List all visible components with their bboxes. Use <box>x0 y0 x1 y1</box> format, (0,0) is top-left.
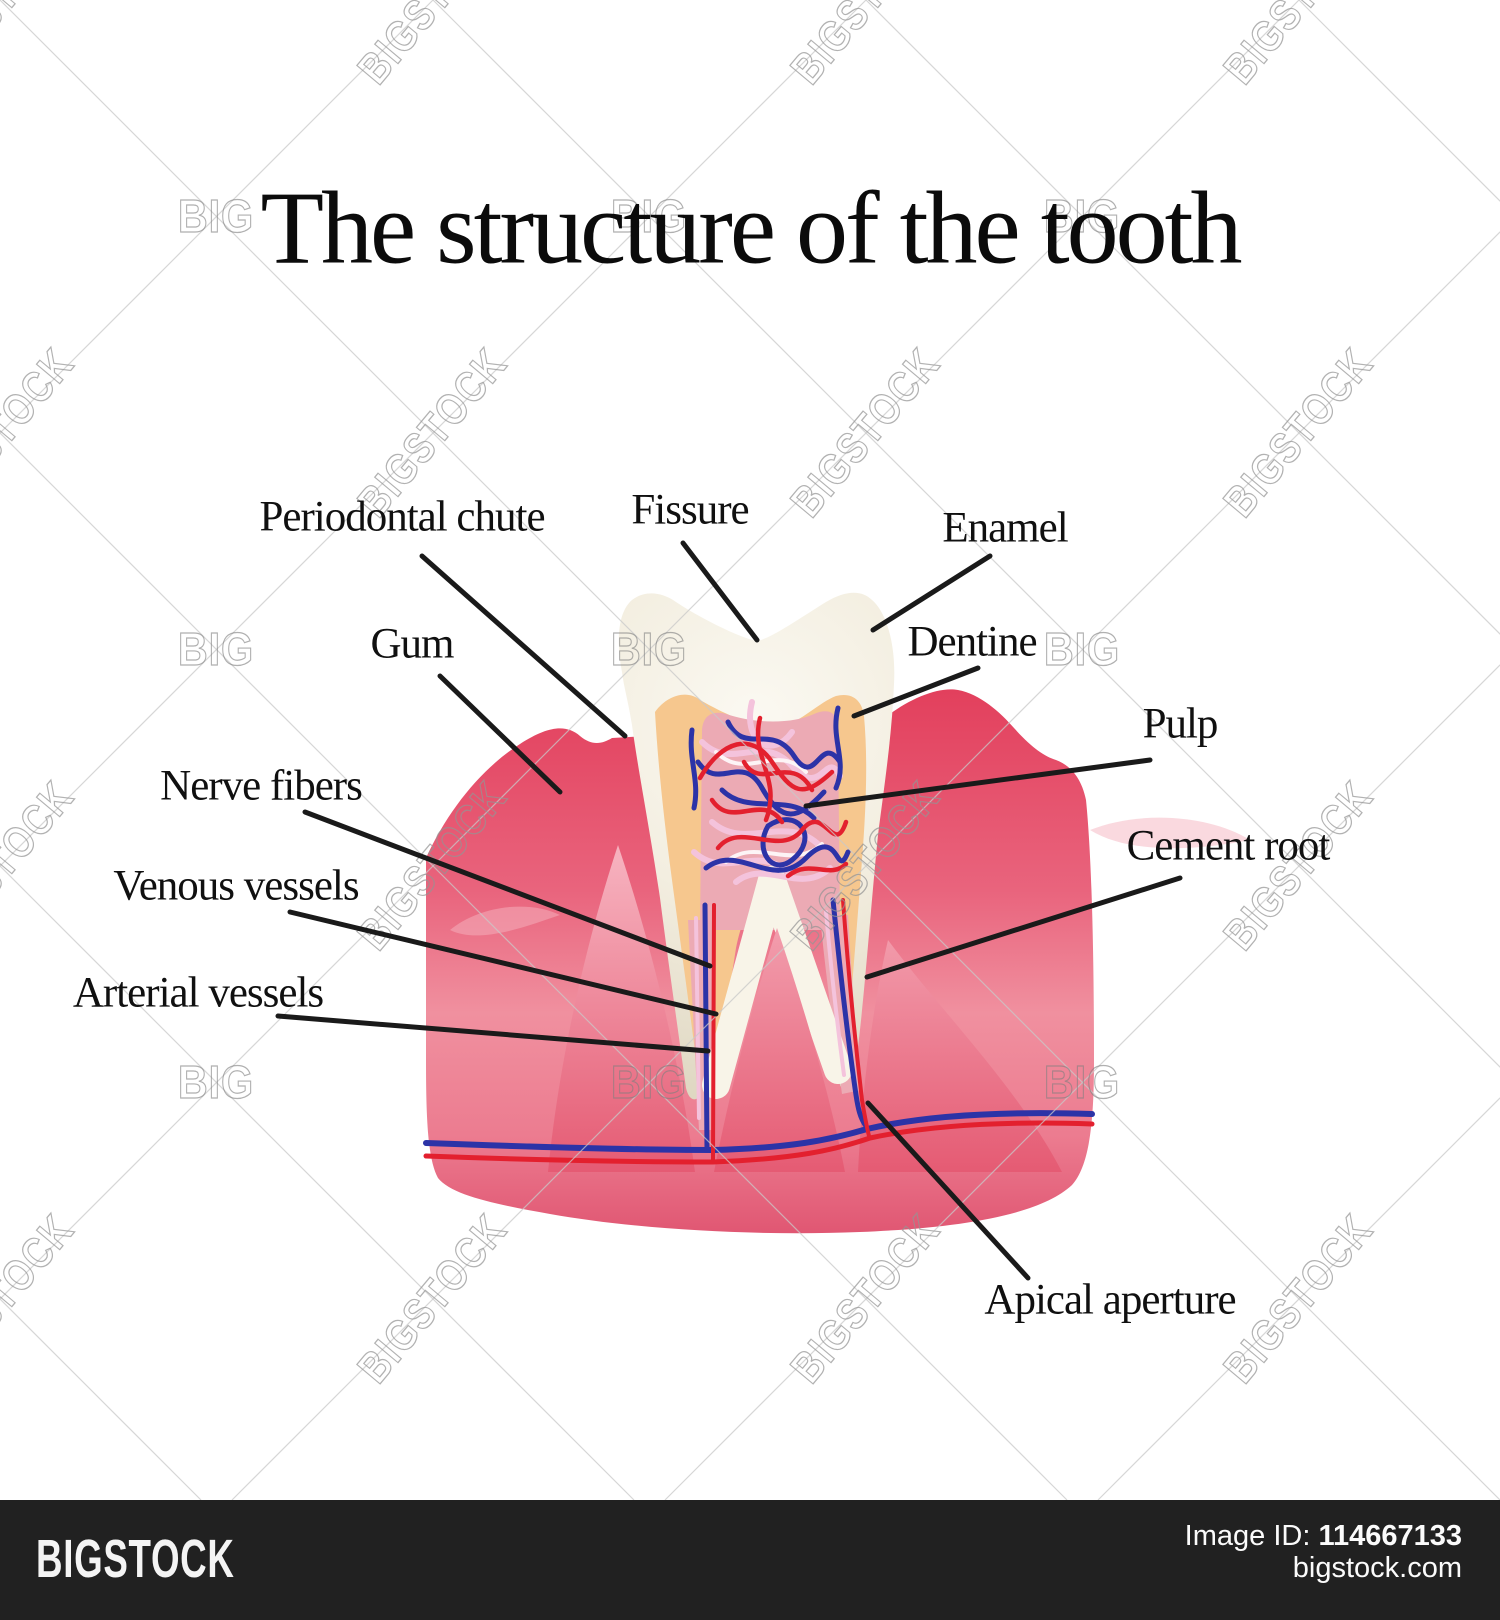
leader-dentine <box>851 665 981 719</box>
bigstock-logo: BIGSTOCK <box>36 1529 235 1589</box>
leader-nerve-fibers <box>302 809 713 969</box>
label-gum: Gum <box>370 620 455 668</box>
gum-artery-red <box>423 1120 1095 1165</box>
label-dentine: Dentine <box>907 618 1037 666</box>
image-id-value: 114667133 <box>1318 1520 1462 1552</box>
leader-cement-root <box>864 875 1183 980</box>
pulp-vessels <box>688 699 851 885</box>
root-wall-shape <box>702 866 852 1099</box>
gum-vein-blue <box>423 1110 1095 1154</box>
leader-enamel <box>870 553 993 633</box>
site-name: bigstock.com <box>1292 1552 1462 1585</box>
gum-wedge-middle <box>714 928 845 1172</box>
diagram-title: The structure of the tooth <box>260 170 1242 286</box>
leader-gum <box>437 673 563 795</box>
label-pulp: Pulp <box>1142 700 1219 748</box>
leader-pulp <box>803 757 1153 809</box>
label-arterial-vessels: Arterial vessels <box>72 969 324 1017</box>
label-enamel: Enamel <box>942 504 1068 552</box>
image-id-label: Image ID: <box>1184 1520 1311 1552</box>
leader-apical-aperture <box>865 1100 1031 1281</box>
watermark-lines <box>0 0 1500 1500</box>
leader-fissure <box>680 540 760 643</box>
canal-and-gum-vessels <box>423 897 1095 1165</box>
leader-lines <box>275 540 1183 1281</box>
tooth-illustration <box>423 592 1250 1234</box>
label-venous-vessels: Venous vessels <box>113 862 359 910</box>
leader-arterial-vessels <box>275 1013 711 1054</box>
label-nerve-fibers: Nerve fibers <box>160 762 363 810</box>
leader-periodontal-chute <box>419 553 628 739</box>
image-id-block: Image ID: 114667133 bigstock.com <box>1185 1520 1462 1585</box>
label-apical-aperture: Apical aperture <box>984 1276 1236 1324</box>
footer-bar: BIGSTOCK Image ID: 114667133 bigstock.co… <box>0 1500 1500 1620</box>
label-periodontal-chute: Periodontal chute <box>259 493 545 541</box>
leader-venous-vessels <box>287 909 719 1017</box>
gum-wedge-left <box>548 845 695 1172</box>
label-fissure: Fissure <box>631 486 749 534</box>
label-cement-root: Cement root <box>1126 822 1331 870</box>
